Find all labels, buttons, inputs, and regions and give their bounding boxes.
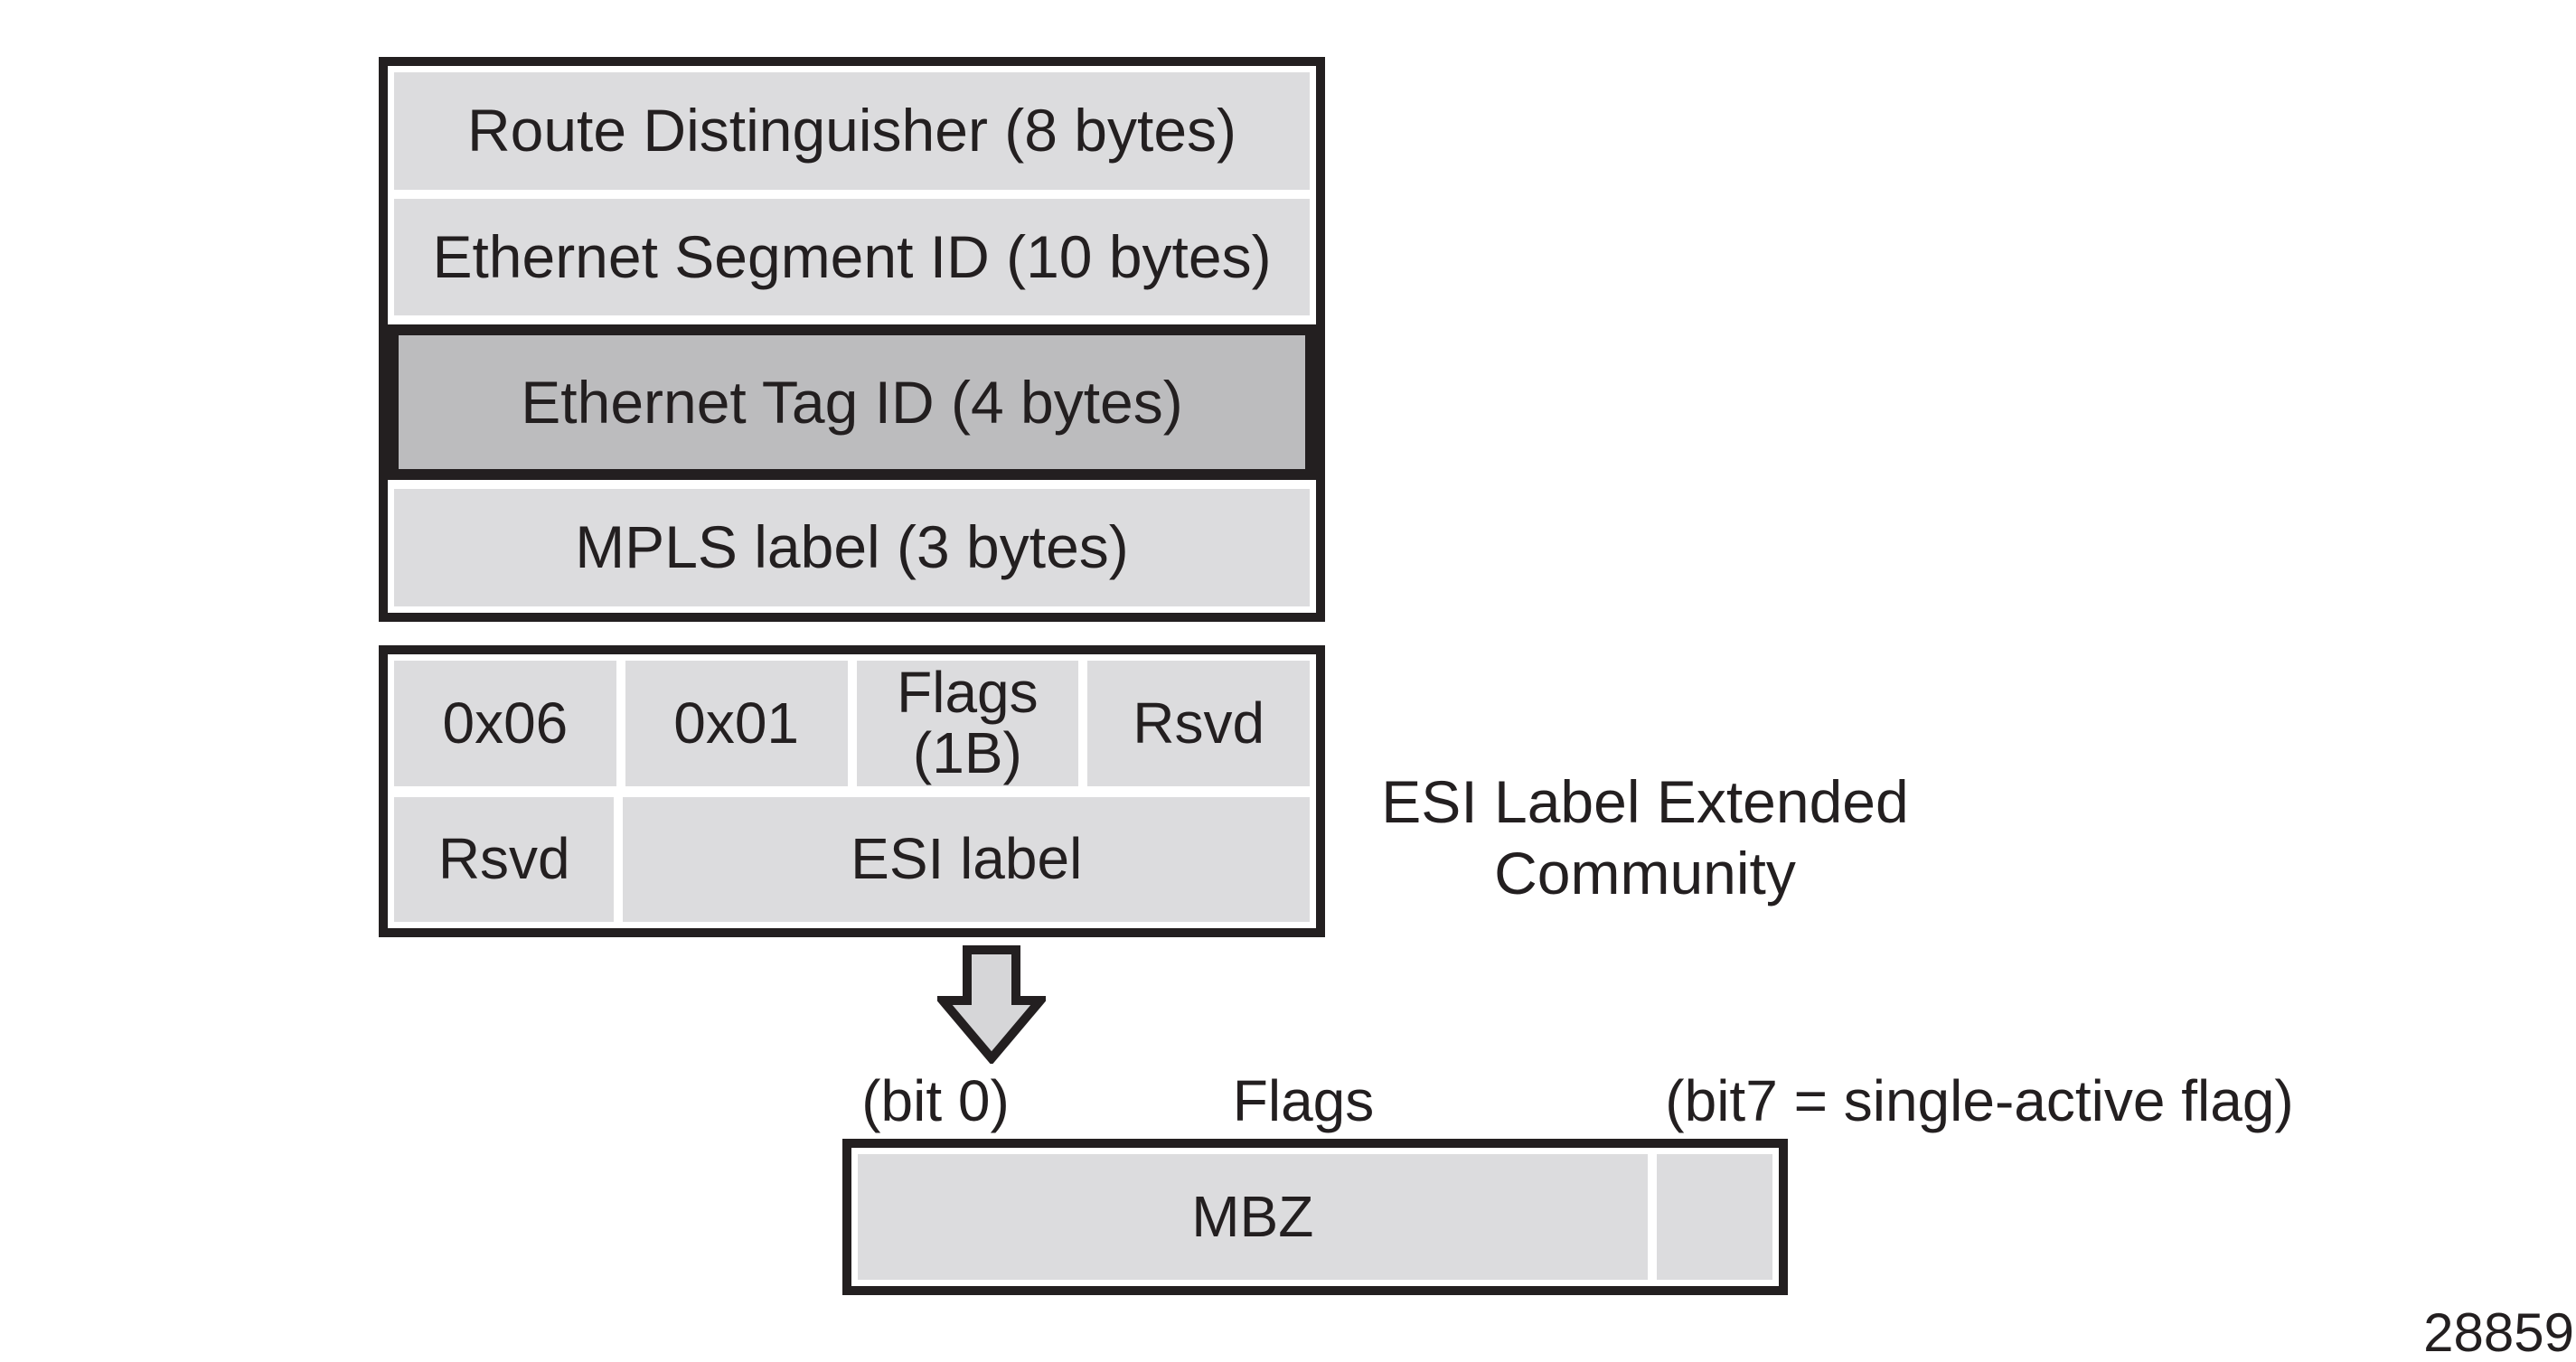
flags-annotation: Flags [1232,1068,1375,1133]
esi-community-caption: ESI Label Extended Community [1381,768,1909,907]
mbz-field: MBZ [858,1154,1648,1280]
single-active-bit-field [1656,1154,1772,1280]
route-distinguisher-field: Route Distinguisher (8 bytes) [394,72,1310,190]
bit0-annotation: (bit 0) [861,1068,1010,1133]
reserved-field-2: Rsvd [394,796,615,922]
nlri-fields-box: Route Distinguisher (8 bytes) Ethernet S… [379,57,1325,622]
reserved-field-1: Rsvd [1087,661,1310,786]
ethernet-segment-id-field: Ethernet Segment ID (10 bytes) [394,198,1310,316]
esi-community-box: 0x06 0x01 Flags (1B) Rsvd Rsvd ESI label [379,645,1325,937]
subtype-field: 0x01 [625,661,848,786]
ethernet-tag-id-field: Ethernet Tag ID (4 bytes) [388,324,1316,481]
flags-byte-box: MBZ [842,1139,1788,1295]
esi-community-row-2: Rsvd ESI label [394,796,1310,922]
flags-field: Flags (1B) [856,661,1079,786]
mpls-label-field: MPLS label (3 bytes) [394,489,1310,606]
down-arrow-icon [937,945,1046,1064]
esi-community-row-1: 0x06 0x01 Flags (1B) Rsvd [394,661,1310,786]
esi-label-field: ESI label [623,796,1310,922]
type-field: 0x06 [394,661,616,786]
figure-number: 28859 [2423,1302,2574,1362]
bit7-annotation: (bit7 = single-active flag) [1665,1068,2294,1133]
